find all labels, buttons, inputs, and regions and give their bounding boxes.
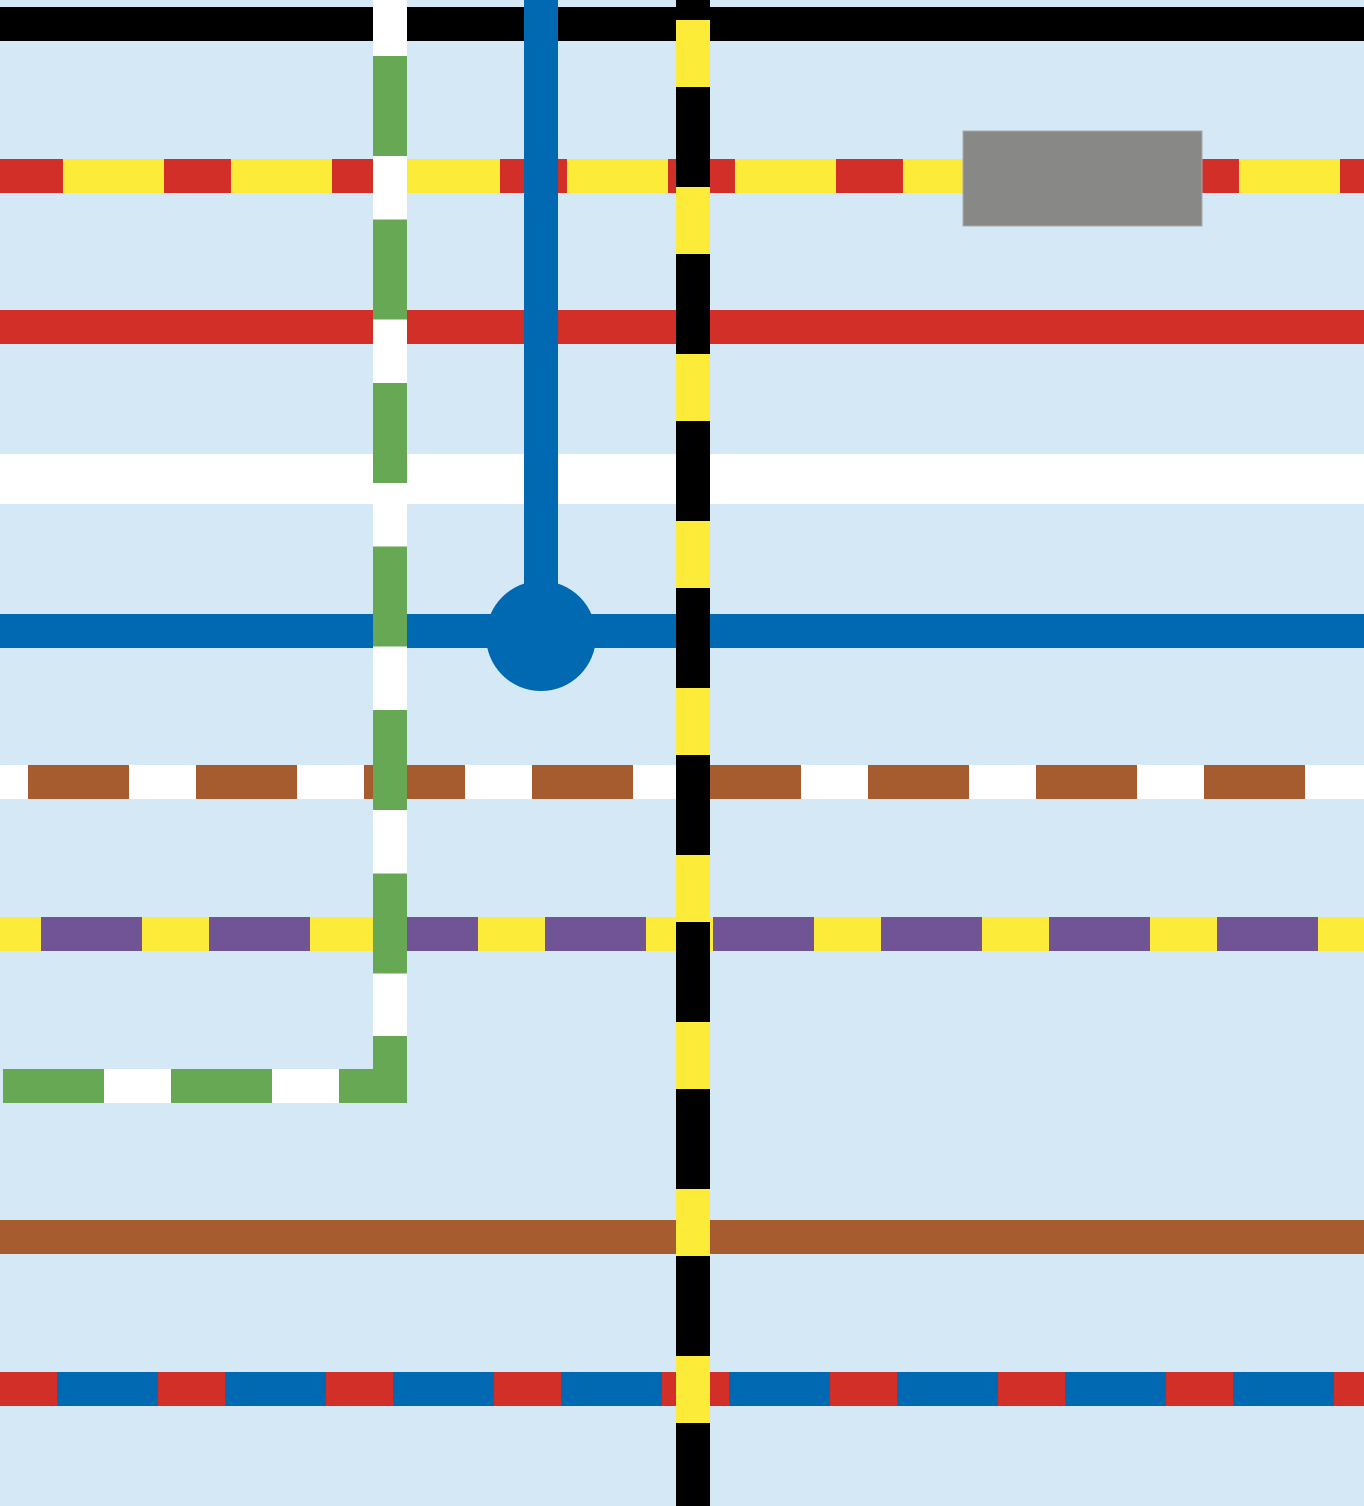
- line-green-white-dashed: [3, 0, 407, 1103]
- line-blue-branch: [486, 0, 596, 691]
- gray-block: [962, 130, 1203, 227]
- station-node: [486, 581, 596, 691]
